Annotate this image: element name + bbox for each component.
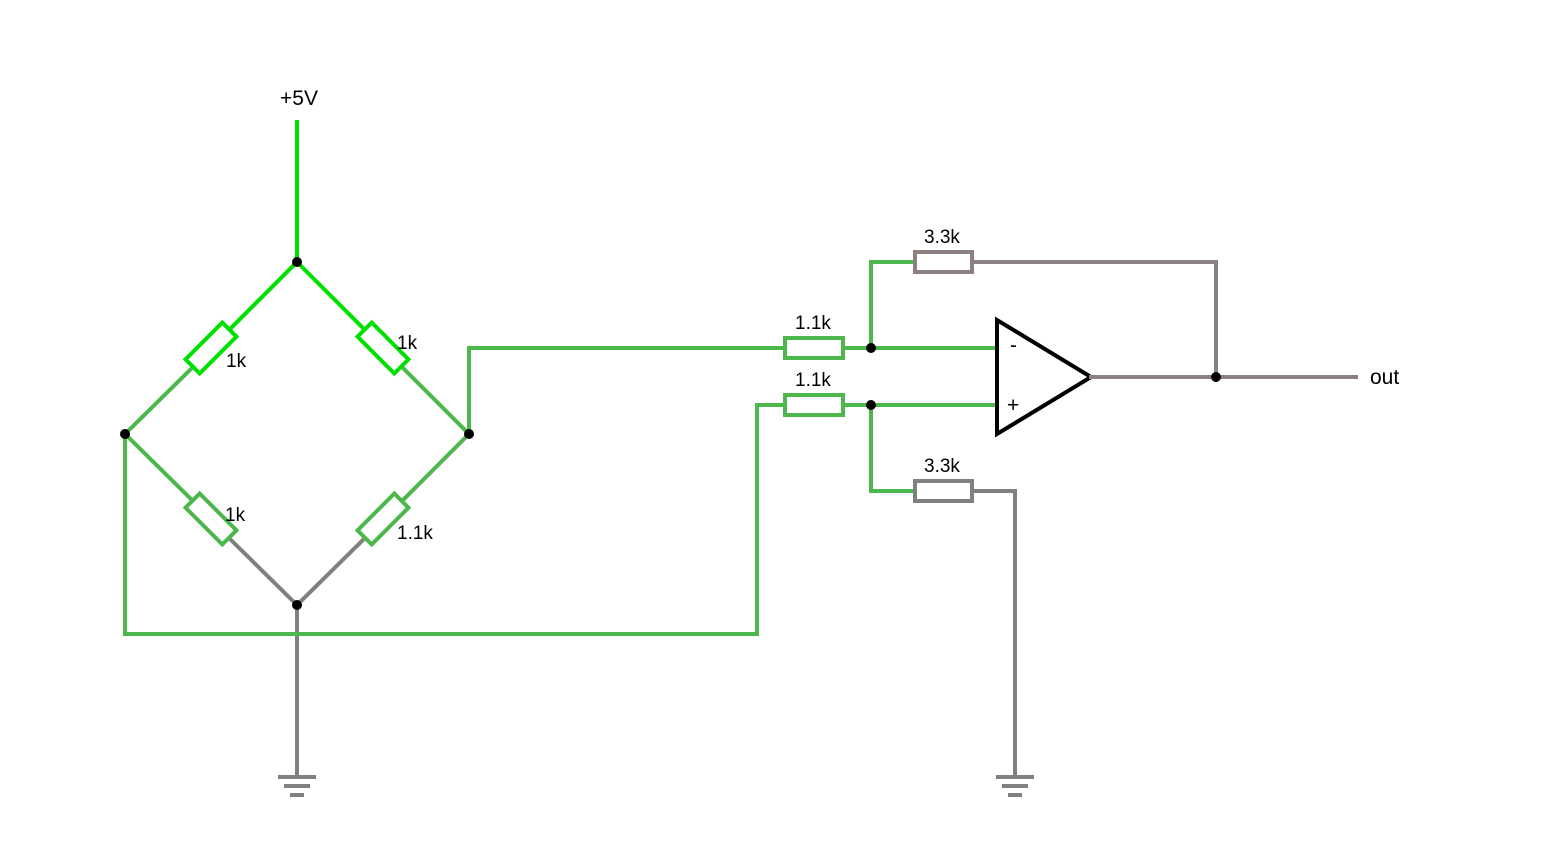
resistor-input-noninverting-value: 1.1k — [795, 370, 831, 391]
resistor-bridge-top-right — [354, 319, 412, 377]
junction-node-bridge-left — [120, 429, 130, 439]
ground-icon — [996, 775, 1034, 797]
resistor-bridge-bottom-left — [182, 490, 240, 548]
feedback-wire-left — [869, 260, 917, 350]
opamp-triangle — [995, 316, 1095, 438]
left-node-to-noninverting-wire — [123, 403, 787, 636]
bridge-bottom-right-wire-lower — [294, 535, 368, 608]
resistor-bridge-bottom-right — [354, 490, 412, 548]
resistor-input-inverting — [783, 336, 845, 360]
output-label: out — [1370, 366, 1399, 389]
bridge-top-right-wire-upper — [294, 259, 368, 333]
feedback-wire-right — [970, 260, 1218, 379]
opamp-noninverting-sign: + — [1007, 394, 1019, 417]
bridge-bottom-left-wire-upper — [122, 431, 196, 504]
junction-node-output — [1211, 372, 1221, 382]
resistor-bridge-top-left-value: 1k — [226, 351, 247, 372]
junction-node-bridge-right — [464, 429, 474, 439]
junction-node-bridge-bottom — [292, 600, 302, 610]
resistor-bridge-top-right-value: 1k — [397, 333, 418, 354]
resistor-input-noninverting — [783, 393, 845, 417]
resistor-bridge-bottom-right-value: 1.1k — [397, 523, 433, 544]
junction-node-inverting — [866, 343, 876, 353]
right-node-to-inverting-wire — [467, 346, 787, 436]
supply-label: +5V — [280, 87, 318, 110]
junction-node-supply — [292, 257, 302, 267]
resistor-bridge-bottom-left-value: 1k — [225, 505, 246, 526]
bridge-top-left-wire-lower — [122, 364, 196, 437]
junction-node-noninverting — [866, 400, 876, 410]
resistor-feedback-value: 3.3k — [924, 227, 960, 248]
bridge-top-left-wire-upper — [226, 259, 300, 333]
resistor-feedback — [913, 250, 974, 274]
bridge-top-right-wire-lower — [399, 364, 472, 437]
resistor-input-inverting-value: 1.1k — [795, 313, 831, 334]
resistor-ground-value: 3.3k — [924, 456, 960, 477]
ground-resistor-wire-left — [869, 403, 917, 493]
resistor-ground — [913, 479, 974, 503]
resistor-bridge-top-left — [182, 319, 240, 377]
ground-resistor-wire-right — [970, 489, 1017, 779]
bridge-bottom-left-wire-lower — [226, 535, 300, 608]
opamp-inverting-sign: - — [1010, 334, 1017, 357]
bridge-bottom-right-wire-upper — [399, 431, 472, 504]
ground-icon — [278, 775, 316, 797]
